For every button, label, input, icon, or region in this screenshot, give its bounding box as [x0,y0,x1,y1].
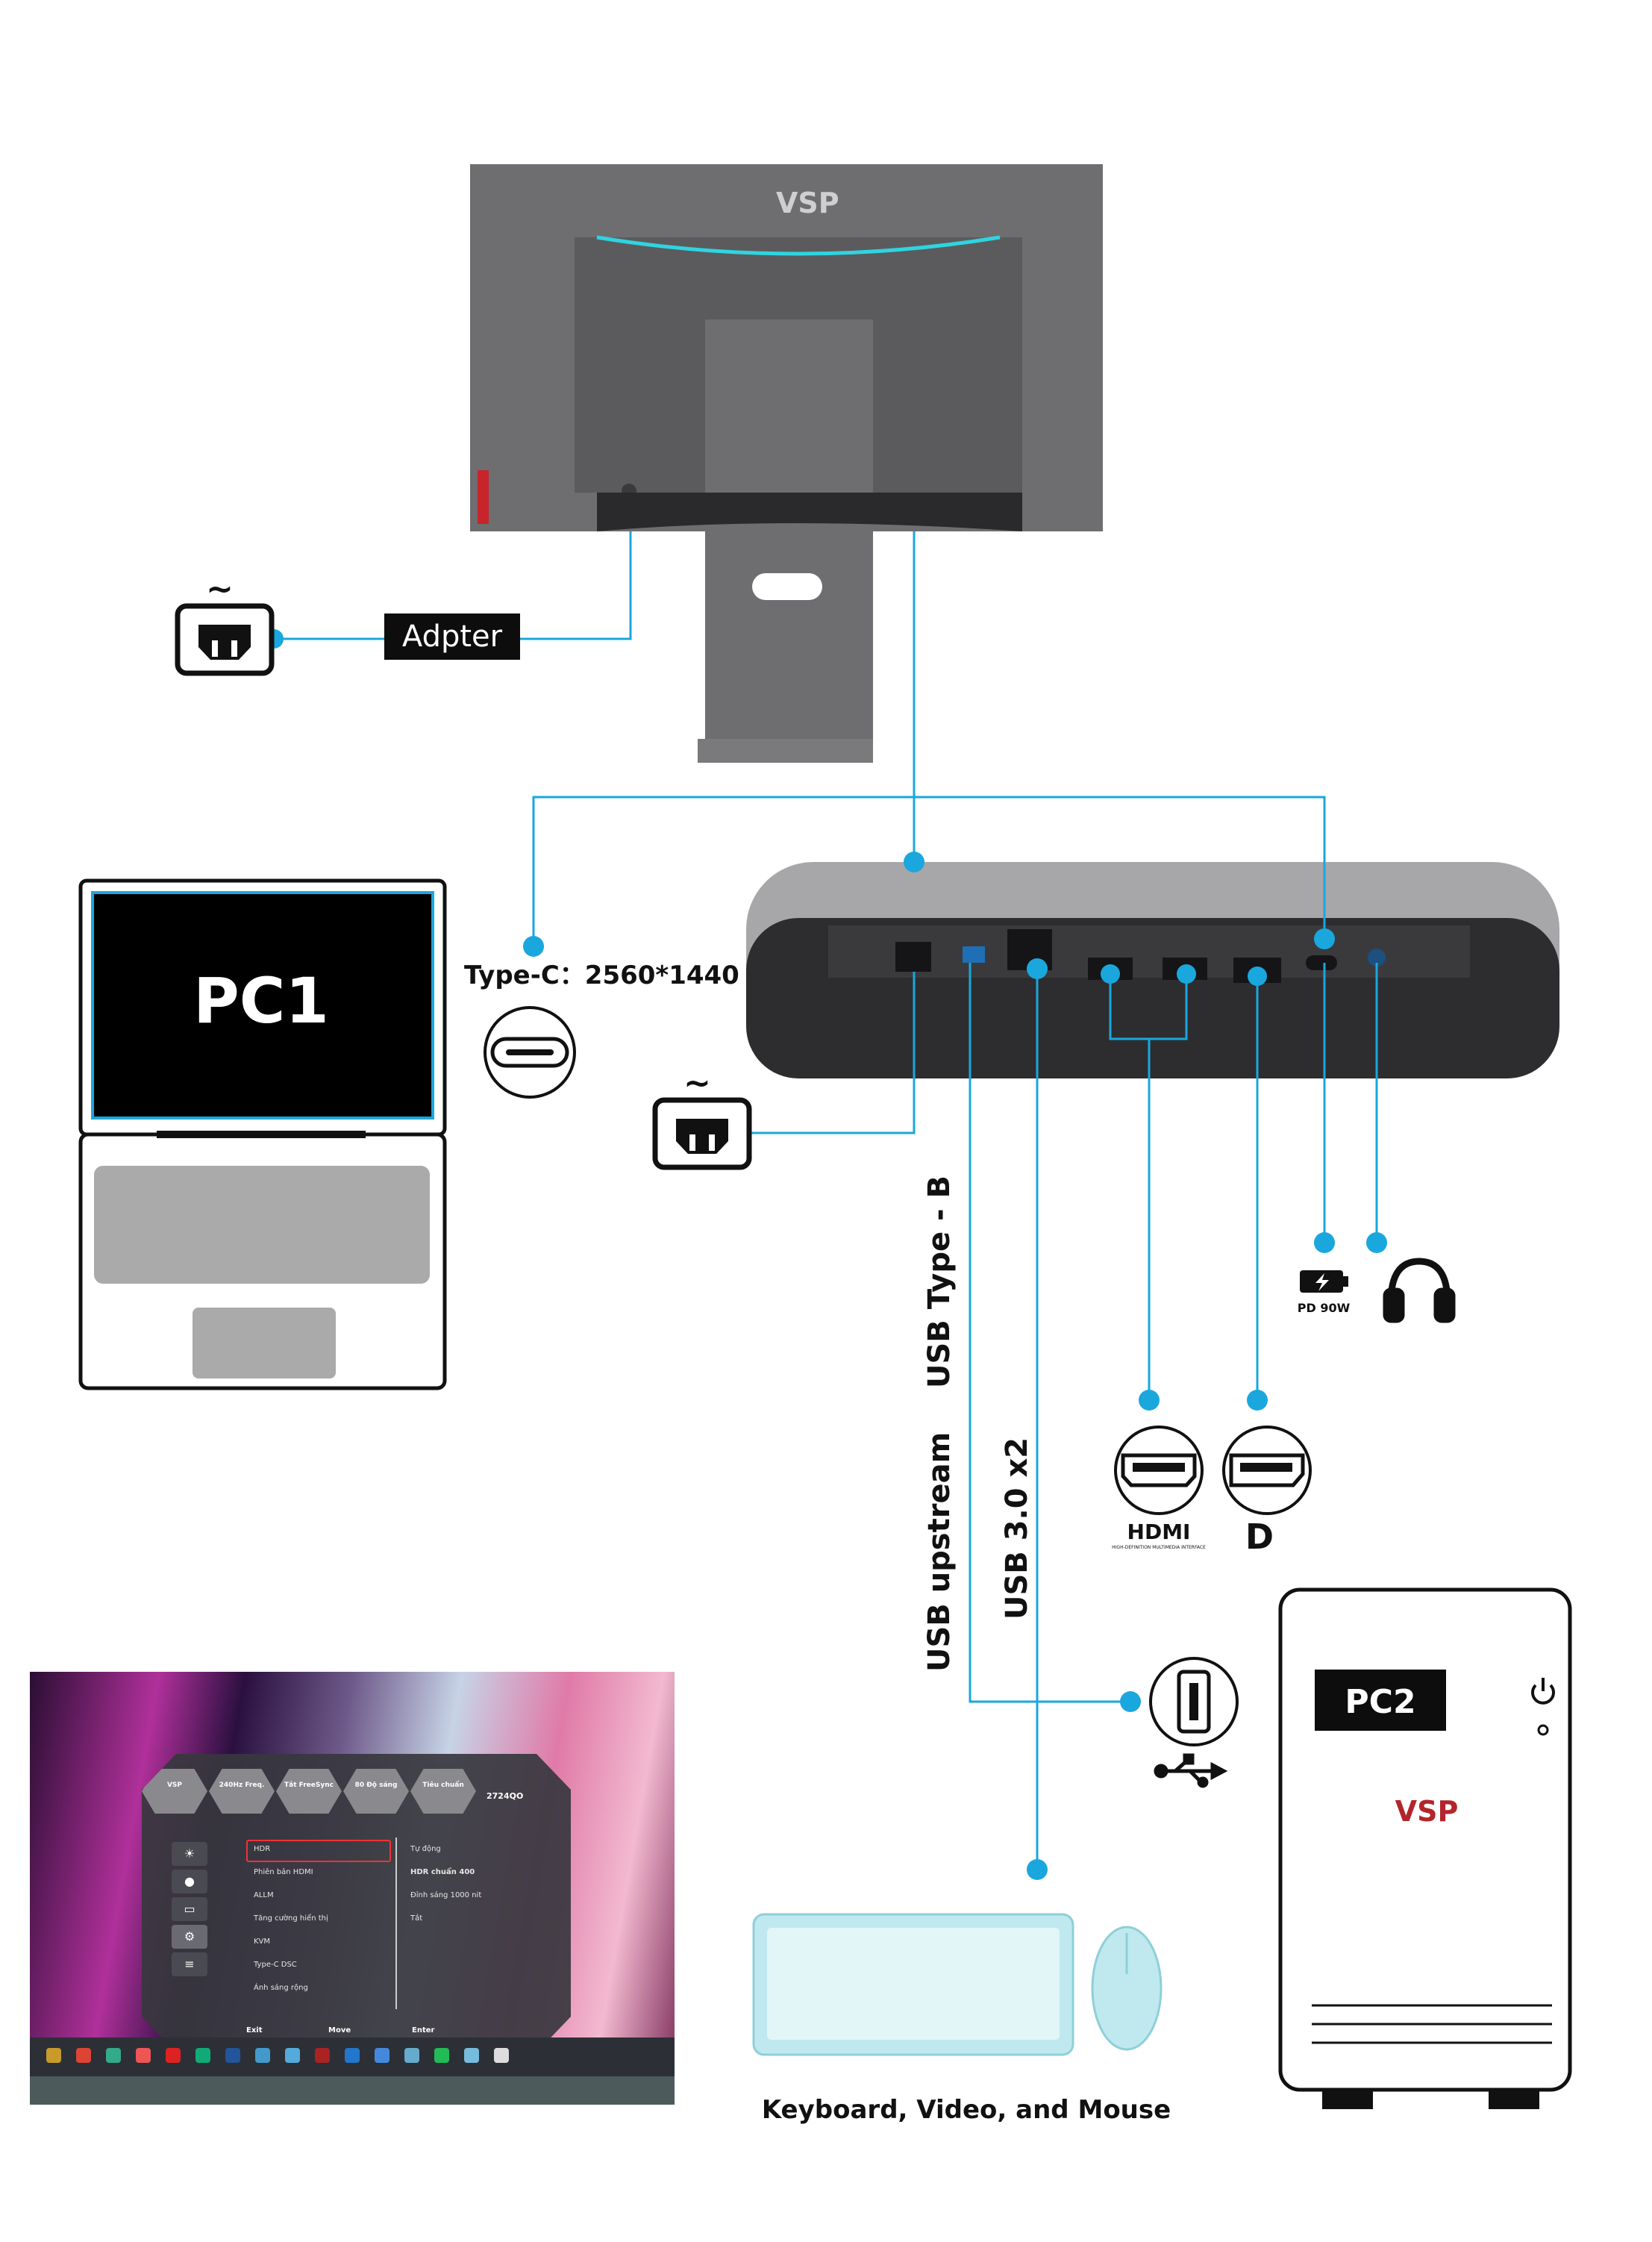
osd-value-item: Tắt [410,1914,423,1923]
pd-label: PD 90W [1298,1301,1351,1315]
osd-logo-hex: VSP [142,1769,207,1814]
svg-text:~: ~ [206,570,234,608]
usb-port-icon [1149,1657,1239,1746]
type-c-label: Type-C：2560*1440 [464,961,739,990]
tower-pc2 [1278,1587,1572,2109]
displayport-icon [1222,1426,1312,1515]
taskbar-icon [404,2048,419,2063]
osd-panel: VSP 240Hz Freq. Tắt FreeSync 80 Độ sáng … [142,1754,571,2052]
osd-selection [246,1840,391,1862]
taskbar [30,2038,675,2076]
taskbar-icon [195,2048,210,2063]
taskbar-icon [375,2048,389,2063]
led-icon [1537,1724,1549,1736]
osd-menu-item: ALLM [254,1891,274,1899]
osd-game-icon: ▭ [172,1897,207,1921]
osd-color-icon: ● [172,1870,207,1893]
mouse-image [1091,1926,1163,2051]
usb-type-b-label: USB Type - B [922,1175,957,1388]
osd-tab-2: Tắt FreeSync [276,1769,342,1814]
osd-value-item: HDR chuẩn 400 [410,1868,475,1876]
osd-brightness-icon: ☀ [172,1842,207,1866]
audio-port [1368,949,1386,967]
hdmi-logo-sub: HIGH-DEFINITION MULTIMEDIA INTERFACE [1112,1545,1206,1550]
osd-tab-3: 80 Độ sáng [343,1769,409,1814]
adapter-label: Adpter [402,619,503,654]
usb-3-label: USB 3.0 x2 [1000,1437,1034,1620]
monitor-port-panel [746,862,1559,1078]
taskbar-icon [46,2048,61,2063]
osd-value-item: Tự động [410,1845,441,1853]
kvm-label: Keyboard, Video, and Mouse [762,2095,1171,2125]
taskbar-icon [255,2048,270,2063]
taskbar-icon [434,2048,449,2063]
hdmi-logo: HDMI [1127,1520,1191,1544]
taskbar-icon [315,2048,330,2063]
osd-move-label: Move [328,2026,351,2035]
osd-menu-item: KVM [254,1937,271,1946]
osd-exit-label: Exit [246,2026,263,2035]
osd-model: 2724QO [486,1791,524,1801]
power-plug-icon-2: ~ [652,1064,752,1170]
hdmi-icon [1114,1426,1204,1515]
osd-menu-item: Phiên bản HDMI [254,1868,313,1876]
osd-menu-item: Tăng cường hiển thị [254,1914,328,1923]
svg-text:~: ~ [683,1064,711,1102]
pc2-logo: VSP [1395,1795,1459,1828]
laptop-pc1 [78,878,447,1390]
usb-b-port [963,946,985,963]
taskbar-icon [76,2048,91,2063]
osd-photo: VSP 240Hz Freq. Tắt FreeSync 80 Độ sáng … [30,1672,675,2105]
osd-menu-item: Type-C DSC [254,1961,297,1969]
power-port [895,942,931,972]
monitor-logo: VSP [776,187,839,219]
taskbar-icon [345,2048,360,2063]
osd-settings-icon: ⚙ [172,1925,207,1949]
usb-symbol-icon [1154,1753,1228,1788]
osd-menu-item: HDR [254,1845,271,1853]
type-c-icon [484,1006,576,1099]
connection-dots [264,629,1387,1880]
osd-layers-icon: ≡ [172,1952,207,1976]
taskbar-icon [494,2048,509,2063]
battery-icon [1300,1270,1348,1293]
osd-value-item: Đỉnh sáng 1000 nit [410,1891,482,1899]
type-c-port [1306,955,1337,970]
osd-divider [395,1837,397,2009]
monitor-bezel [30,2076,675,2105]
taskbar-icon [136,2048,151,2063]
taskbar-icon [225,2048,240,2063]
pc2-label: PC2 [1345,1683,1415,1721]
osd-tab-4: Tiêu chuẩn [410,1769,476,1814]
monitor-rear: VSP [470,164,1103,763]
dp-logo: D [1245,1517,1274,1557]
osd-menu-item: Ánh sáng rộng [254,1984,308,1992]
power-button-icon [1531,1678,1555,1705]
osd-tab-1: 240Hz Freq. [209,1769,275,1814]
usb-upstream-label: USB upstream [922,1432,957,1672]
taskbar-icon [166,2048,181,2063]
taskbar-icon [106,2048,121,2063]
taskbar-icon [464,2048,479,2063]
keyboard-image [752,1913,1074,2056]
adapter-label-box [384,613,520,660]
pc1-label: PC1 [193,964,329,1037]
taskbar-icon [285,2048,300,2063]
headphones-icon [1383,1258,1456,1323]
osd-enter-label: Enter [412,2026,435,2035]
power-plug-icon: ~ [175,570,275,676]
